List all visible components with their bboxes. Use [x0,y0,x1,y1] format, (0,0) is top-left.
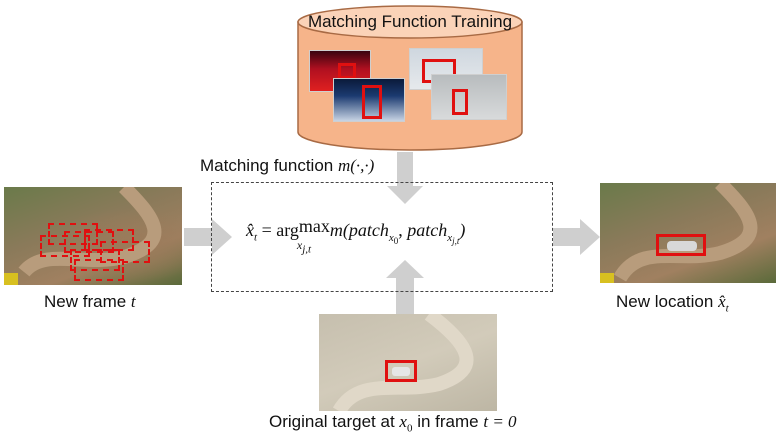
arrow-down-from-database [387,152,423,204]
new-frame-text: New frame [44,292,127,311]
new-frame-road [18,187,162,277]
original-target-x-sub: 0 [406,422,413,435]
tracked-car [667,241,697,251]
matching-function-label: Matching function m(·,·) [200,156,374,176]
new-frame-label: New frame t [44,292,136,312]
formula-lhs-sub: t [254,231,258,244]
corner-yellow-mark [600,273,614,283]
formula-patch2-sub: x [447,231,453,244]
new-frame-photo [4,187,182,285]
original-target-eq: t = 0 [483,412,517,431]
new-location-math: x̂ [718,292,726,311]
original-target-photo [319,314,497,411]
formula-patch2-subsub: j,t [452,235,460,246]
original-target-bbox [385,360,417,382]
candidate-box [100,241,150,263]
formula-max-under: xj,t [296,238,312,256]
formula-func: m( [329,220,349,240]
training-bbox [362,85,382,119]
matching-function-text: Matching function [200,156,334,175]
formula-eq: = arg [257,220,299,240]
corner-yellow-mark [4,273,18,285]
training-bbox [338,63,356,79]
original-target-road [332,314,474,411]
original-target-mid: in frame [417,412,479,431]
training-thumbnail-wall [431,74,507,120]
formula-box [211,182,553,292]
database-title: Matching Function Training [307,12,513,31]
formula-patch1: patch [348,220,389,240]
original-target-car [392,367,410,376]
new-location-label: New location x̂t [616,292,729,314]
formula-patch2: patch [407,220,448,240]
formula-comma: , [398,220,408,240]
formula-patch1-sub: x [388,231,394,244]
arrow-up-from-target [386,260,424,316]
formula-max: max [298,216,330,236]
candidate-box [74,259,124,281]
formula-close: ) [459,220,466,240]
tracked-bbox [656,234,706,256]
matching-function-math: m(·,·) [337,156,375,175]
formula-lhs: x̂ [246,220,254,240]
training-thumbnail-skater [333,78,405,122]
original-target-label: Original target at x0 in frame t = 0 [269,412,517,434]
original-target-x: x [399,412,407,431]
new-frame-math: t [130,292,136,311]
formula-patch1-subsub: 0 [393,235,399,246]
arrow-right-from-frame [184,219,232,255]
new-location-text: New location [616,292,714,311]
training-bbox [452,89,468,115]
new-location-sub: t [725,302,729,315]
formula-argmax: max xj,t [297,216,330,255]
arrow-right-to-location [553,219,600,255]
training-database: Matching Function Training [297,4,523,152]
candidate-box [48,223,98,245]
new-location-photo [600,183,776,283]
original-target-text: Original target at [269,412,395,431]
new-location-road [613,183,758,282]
